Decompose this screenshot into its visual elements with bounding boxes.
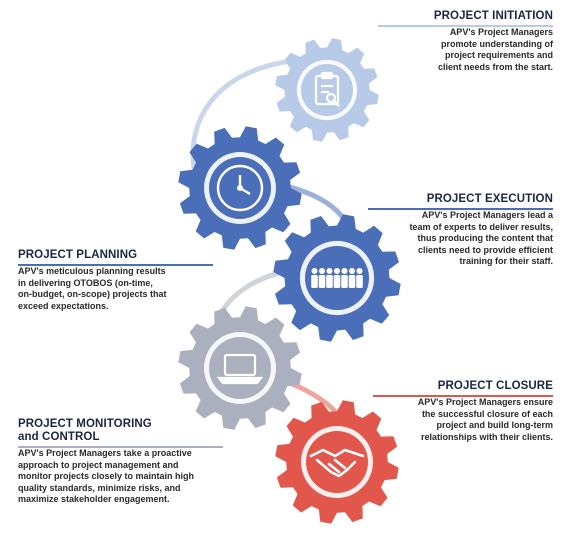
execution-title: PROJECT EXECUTION [426, 193, 553, 205]
body-line: clients need to provide efficient [417, 244, 553, 255]
body-line: project requirements and [444, 50, 553, 60]
body-line: project and build long-term [436, 420, 554, 430]
person-head [341, 268, 348, 274]
body-line: thus producing the content that [417, 233, 554, 243]
body-line: team of experts to deliver results, [409, 221, 553, 232]
initiation-gear [275, 38, 379, 142]
person-body [356, 275, 363, 288]
closure-body: APV's Project Managers ensure the succes… [363, 397, 553, 443]
person-body [311, 275, 318, 288]
body-line: APV's Project Managers ensure [417, 397, 553, 407]
person-head [319, 268, 325, 274]
body-line: APV's Project Managers lead a [421, 210, 553, 220]
body-line: APV's Project Managers take a proactive [18, 448, 192, 458]
body-line: the successful closure of each [421, 408, 553, 419]
monitoring-title-line2: and CONTROL [18, 431, 100, 443]
body-line: exceed expectations. [18, 300, 109, 311]
initiation-rule [378, 25, 553, 27]
gear-hub [209, 337, 271, 399]
monitoring-title: PROJECT MONITORING [18, 418, 152, 430]
body-line: approach to project management and [18, 459, 179, 470]
person-body [333, 275, 341, 288]
body-line: on-budget, on-scope) projects that [18, 289, 167, 299]
body-line: APV's Project Managers [449, 27, 553, 37]
monitoring-text: PROJECT MONITORING and CONTROL APV's Pro… [18, 418, 238, 506]
execution-rule [368, 208, 553, 210]
closure-title: PROJECT CLOSURE [437, 380, 553, 392]
handshake-icon [309, 448, 365, 478]
planning-body: APV's meticulous planning results in del… [18, 266, 223, 312]
body-line: promote understanding of [441, 38, 553, 49]
person-head [326, 268, 333, 274]
gear-hub [301, 64, 353, 116]
person-body [318, 275, 326, 288]
initiation-text: PROJECT INITIATION APV's Project Manager… [343, 10, 553, 73]
initiation-body: APV's Project Managers promote understan… [343, 27, 553, 73]
execution-text: PROJECT EXECUTION APV's Project Managers… [338, 193, 553, 268]
body-line: maximize stakeholder engagement. [18, 494, 170, 504]
person-head [349, 268, 355, 274]
initiation-title: PROJECT INITIATION [433, 10, 553, 22]
body-line: training for their staff. [459, 256, 553, 266]
person-body [341, 275, 348, 288]
person-body [326, 275, 333, 288]
laptop-icon [216, 353, 264, 385]
clock-icon [216, 164, 264, 212]
person-head [356, 268, 363, 274]
body-line: in delivering OTOBOS (on-time, [18, 277, 153, 288]
body-line: APV's meticulous planning results [18, 266, 166, 276]
execution-body: APV's Project Managers lead a team of ex… [338, 210, 553, 268]
planning-text: PROJECT PLANNING APV's meticulous planni… [18, 249, 223, 312]
planning-rule [18, 264, 213, 266]
person-head [334, 268, 340, 274]
body-line: monitor projects closely to maintain hig… [18, 471, 195, 481]
body-line: quality standards, minimize risks, and [18, 482, 181, 493]
body-line: relationships with their clients. [420, 431, 553, 442]
closure-rule [373, 395, 553, 397]
person-body [348, 275, 356, 288]
person-head [311, 268, 318, 274]
monitoring-rule [18, 446, 223, 448]
body-line: client needs from the start. [437, 61, 553, 72]
team-icon [311, 268, 363, 288]
monitoring-gear [178, 306, 302, 430]
closure-text: PROJECT CLOSURE APV's Project Managers e… [363, 380, 553, 443]
monitoring-body: APV's Project Managers take a proactive … [18, 448, 238, 506]
planning-title: PROJECT PLANNING [18, 249, 138, 261]
clipboard-search-icon [314, 71, 340, 107]
